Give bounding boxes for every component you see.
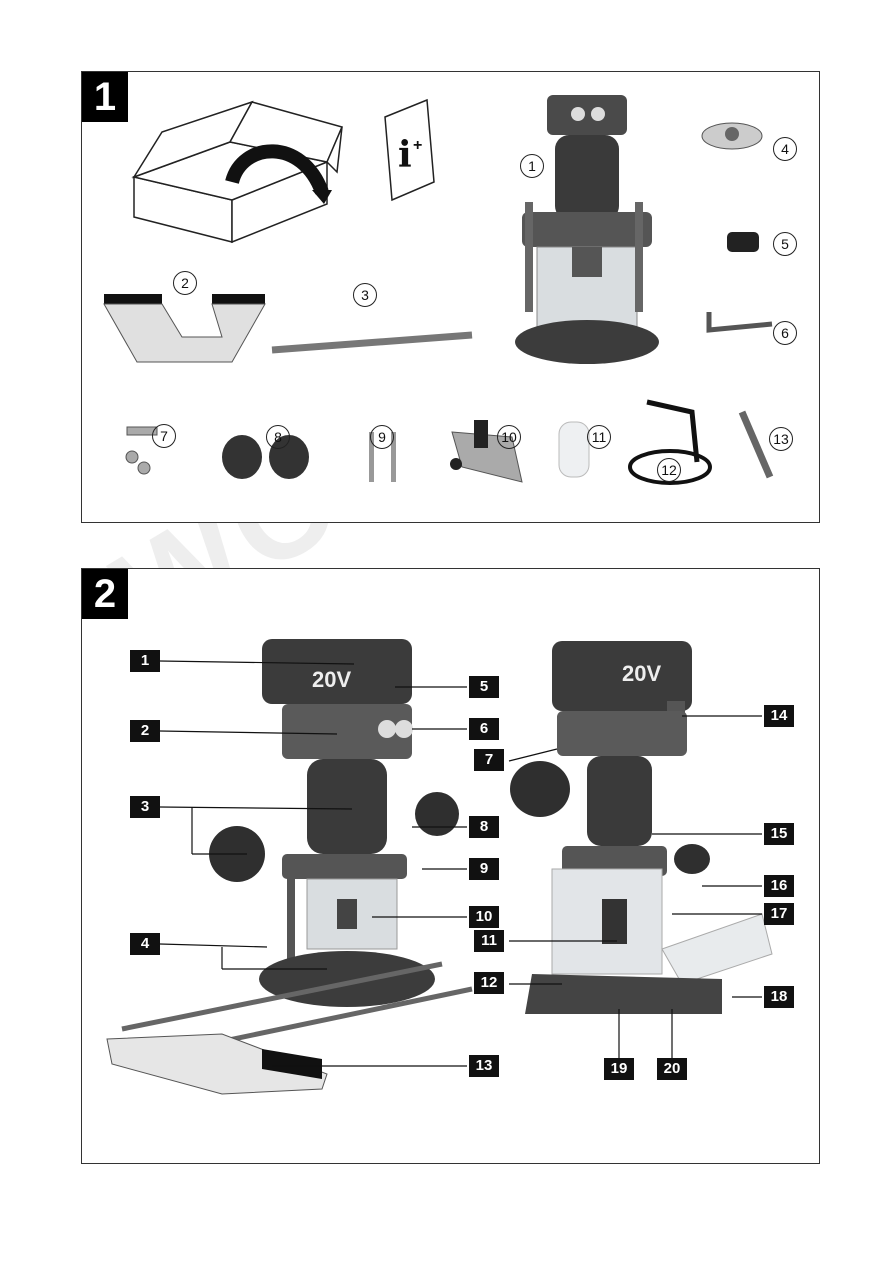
callout-4: 4 [773, 137, 797, 161]
svg-text:i: i [398, 134, 412, 176]
panel-2-number: 2 [82, 569, 128, 619]
part-label-2: 2 [130, 720, 160, 742]
part-label-8: 8 [469, 816, 499, 838]
part-label-1: 1 [130, 650, 160, 672]
svg-text:+: + [413, 137, 422, 154]
part-label-15: 15 [764, 823, 794, 845]
part-label-17: 17 [764, 903, 794, 925]
callout-7: 7 [152, 424, 176, 448]
callout-12: 12 [657, 458, 681, 482]
part-label-5: 5 [469, 676, 499, 698]
battery-label: 20V [312, 667, 351, 692]
callout-2: 2 [173, 271, 197, 295]
part-label-4: 4 [130, 933, 160, 955]
callout-5: 5 [773, 232, 797, 256]
callout-11: 11 [587, 425, 611, 449]
part-label-11: 11 [474, 930, 504, 952]
panel-2-parts: 2 20V 20V [81, 568, 820, 1164]
callout-3: 3 [353, 283, 377, 307]
parallel-guide-mounted [106, 961, 473, 1095]
part-label-13: 13 [469, 1055, 499, 1077]
part-label-18: 18 [764, 986, 794, 1008]
callout-13: 13 [769, 427, 793, 451]
panel-2-illustrations: 20V 20V [106, 639, 773, 1095]
svg-text:20V: 20V [622, 661, 661, 686]
panel-1-illustrations: i + [103, 95, 774, 485]
panel-1-contents: 1 i + [81, 71, 820, 523]
part-label-3: 3 [130, 796, 160, 818]
callout-9: 9 [370, 425, 394, 449]
callout-6: 6 [773, 321, 797, 345]
part-label-7: 7 [474, 749, 504, 771]
parallel-guide [103, 294, 266, 363]
part-label-6: 6 [469, 718, 499, 740]
router-side-view: 20V [510, 641, 773, 1014]
part-label-16: 16 [764, 875, 794, 897]
part-label-14: 14 [764, 705, 794, 727]
callout-1: 1 [520, 154, 544, 178]
router-illustration [515, 95, 659, 364]
arrow-icon [225, 144, 329, 195]
panel-1-number: 1 [82, 72, 128, 122]
callout-10: 10 [497, 425, 521, 449]
callout-8: 8 [266, 425, 290, 449]
part-label-20: 20 [657, 1058, 687, 1080]
part-label-9: 9 [469, 858, 499, 880]
part-label-10: 10 [469, 906, 499, 928]
router-front-view: 20V [209, 639, 459, 1007]
part-label-12: 12 [474, 972, 504, 994]
manual-icon: i + [384, 98, 435, 202]
part-label-19: 19 [604, 1058, 634, 1080]
